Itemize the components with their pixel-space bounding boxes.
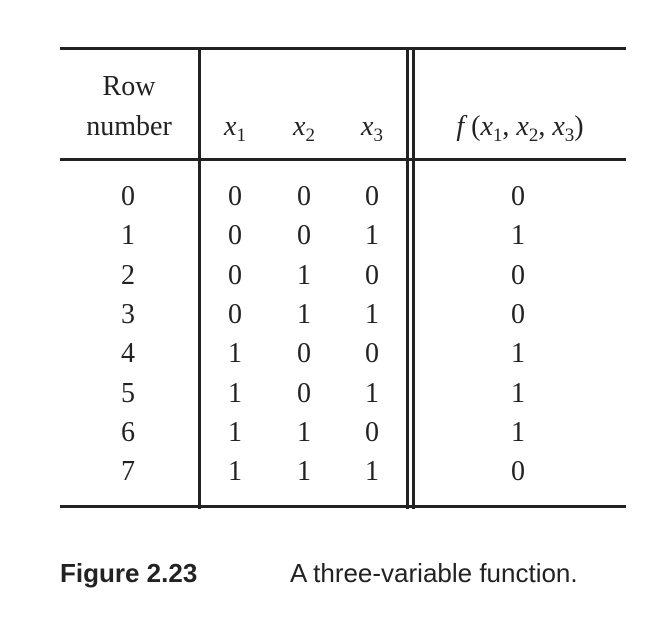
column-divider <box>198 48 201 509</box>
header-number-word: number <box>86 111 172 142</box>
header-x1: x1 <box>205 110 265 146</box>
p: ( <box>464 111 481 142</box>
header-row-number: Row number <box>60 70 198 144</box>
s: 1 <box>492 125 503 146</box>
input-value-cell: 1 <box>365 456 379 488</box>
sub: 2 <box>305 125 315 146</box>
input-value-cell: 1 <box>297 416 311 448</box>
row-number-cell: 4 <box>121 338 135 370</box>
input-value-cell: 0 <box>228 298 242 330</box>
input-value-cell: 1 <box>297 298 311 330</box>
input-value-cell: 0 <box>297 338 311 370</box>
row-number-cell: 2 <box>121 259 135 291</box>
input-value-cell: 1 <box>228 456 242 488</box>
header-rule <box>60 158 626 161</box>
row-number-cell: 5 <box>121 377 135 409</box>
double-divider-left <box>406 48 409 509</box>
input-value-cell: 1 <box>228 416 242 448</box>
top-rule <box>60 47 626 50</box>
function-value-cell: 1 <box>511 416 525 448</box>
s: 3 <box>564 125 575 146</box>
input-value-cell: 0 <box>297 220 311 252</box>
v: x <box>480 111 493 142</box>
input-value-cell: 0 <box>297 377 311 409</box>
sub: 3 <box>373 125 383 146</box>
v: x <box>552 111 565 142</box>
function-value-cell: 0 <box>511 181 525 212</box>
input-value-cell: 1 <box>297 259 311 291</box>
function-value-cell: 0 <box>511 298 525 330</box>
input-value-cell: 1 <box>228 377 242 409</box>
row-number-cell: 6 <box>121 416 135 448</box>
var: x <box>293 111 306 142</box>
function-value-cell: 1 <box>511 220 525 252</box>
header-x2: x2 <box>274 110 334 146</box>
input-value-cell: 1 <box>365 377 379 409</box>
header-row-word: Row <box>102 71 156 102</box>
input-value-cell: 0 <box>365 338 379 370</box>
row-number-cell: 7 <box>121 456 135 488</box>
row-number-cell: 3 <box>121 298 135 330</box>
function-value-cell: 1 <box>511 338 525 370</box>
bottom-rule <box>60 505 626 508</box>
double-divider-right <box>412 48 415 509</box>
input-value-cell: 0 <box>297 181 311 212</box>
input-value-cell: 0 <box>228 181 242 212</box>
input-value-cell: 1 <box>228 338 242 370</box>
input-value-cell: 0 <box>365 181 379 212</box>
header-x3: x3 <box>342 110 402 146</box>
input-value-cell: 0 <box>365 259 379 291</box>
sub: 1 <box>236 125 246 146</box>
figure-label: Figure 2.23 <box>60 558 198 588</box>
figure-caption: A three-variable function. <box>290 558 578 588</box>
function-value-cell: 1 <box>511 377 525 409</box>
fn: f <box>456 111 465 142</box>
function-value-cell: 0 <box>511 456 525 488</box>
var: x <box>361 111 374 142</box>
c: , <box>538 111 553 142</box>
row-number-cell: 1 <box>121 220 135 252</box>
s: 2 <box>528 125 539 146</box>
header-function: f (x1, x2, x3) <box>415 110 625 146</box>
input-value-cell: 1 <box>365 220 379 252</box>
row-number-cell: 0 <box>121 181 135 212</box>
input-value-cell: 1 <box>297 456 311 488</box>
input-value-cell: 0 <box>228 220 242 252</box>
p: ) <box>574 111 584 142</box>
c: , <box>502 111 517 142</box>
var: x <box>224 111 237 142</box>
v: x <box>516 111 529 142</box>
input-value-cell: 0 <box>228 259 242 291</box>
function-value-cell: 0 <box>511 259 525 291</box>
input-value-cell: 1 <box>365 298 379 330</box>
input-value-cell: 0 <box>365 416 379 448</box>
